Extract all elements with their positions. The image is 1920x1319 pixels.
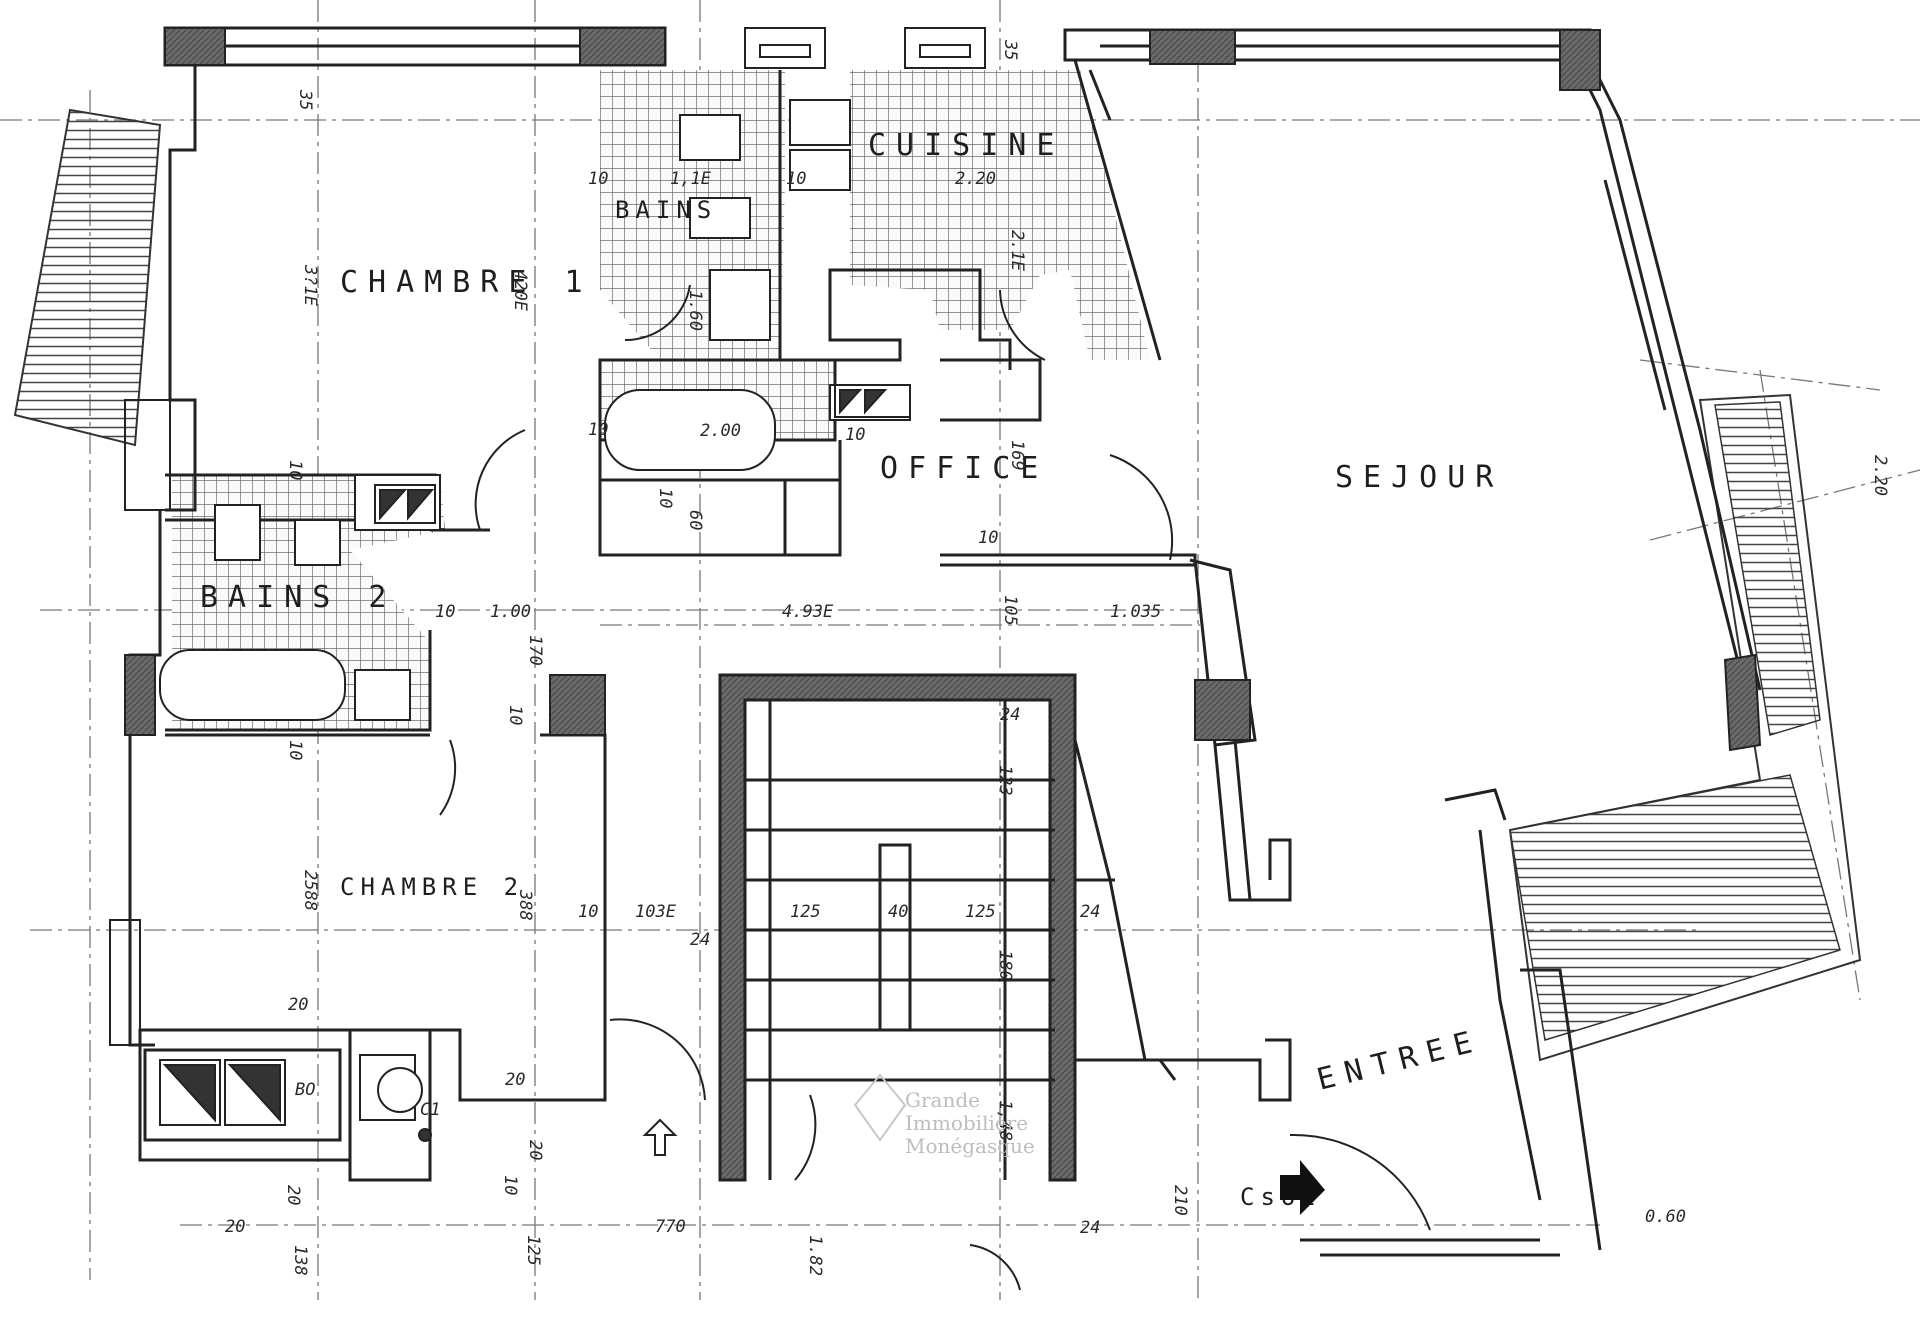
door-swings (439, 284, 1431, 1291)
up-arrow-icon (642, 1118, 678, 1156)
dim-label: 10 (435, 602, 455, 622)
dim-label: 4.93E (782, 602, 834, 622)
dim-label: 10 (285, 740, 305, 760)
dim-label: 138 (290, 1245, 310, 1276)
windows (109, 27, 986, 1046)
dim-label: 20 (283, 1185, 303, 1205)
watermark: Grande Immobilière Monégasque (853, 1073, 1035, 1158)
dim-label: 420E (510, 270, 530, 312)
dim-label: 10 (588, 420, 608, 440)
dim-label: 170 (525, 635, 545, 666)
watermark-line-1: Grande (905, 1088, 980, 1112)
dim-label: 24 (1000, 705, 1020, 725)
dim-label: 210 (1170, 1185, 1190, 1216)
dim-label: 1.82 (805, 1235, 825, 1276)
dim-label: 24 (1080, 902, 1100, 922)
dim-label: 1.035 (1110, 602, 1161, 622)
dim-label: 2.20 (1870, 455, 1890, 496)
dim-label: 10 (578, 902, 598, 922)
dim-label: 105 (1000, 595, 1020, 626)
balcony-left (13, 108, 162, 447)
dim-label: 2.1E (1007, 230, 1027, 272)
room-label-sejour: SEJOUR (1335, 460, 1503, 495)
dim-label: 1.60 (685, 290, 705, 331)
room-label-cuisine: CUISINE (868, 128, 1064, 163)
room-label-chambre-1: CHAMBRE 1 (340, 265, 593, 300)
dim-label: 10 (978, 528, 998, 548)
dim-label: 20 (505, 1070, 525, 1090)
dim-label: 2.00 (700, 421, 741, 441)
dim-label: 10 (655, 488, 675, 508)
dim-label: 1,1E (670, 169, 712, 189)
dim-label: 103E (635, 902, 677, 922)
dim-label: 3?1E (300, 264, 320, 307)
dim-label: 123 (995, 765, 1015, 796)
dim-label: 35 (1000, 39, 1020, 60)
dim-label: 60 (685, 510, 705, 530)
pillars (124, 27, 1762, 752)
dim-label: 10 (500, 1175, 520, 1195)
dim-label: 0.60 (1645, 1207, 1686, 1227)
watermark-line-3: Monégasque (905, 1134, 1035, 1158)
dim-label: 2.20 (955, 169, 996, 189)
room-label-bains-1: BAINS (615, 196, 717, 224)
dim-label: BO (295, 1080, 315, 1100)
dim-label: 125 (965, 902, 996, 922)
dim-label: 10 (285, 460, 305, 480)
dim-label: 1,48 (995, 1100, 1015, 1141)
dim-label: 388 (515, 889, 535, 921)
dim-label: 35 (295, 89, 315, 110)
dim-label: 10 (845, 425, 865, 445)
dim-label: 1.00 (490, 602, 531, 622)
room-label-chambre-2: CHAMBRE 2 (340, 873, 524, 901)
dim-label: 24 (1080, 1218, 1100, 1238)
dim-label: 40 (888, 902, 908, 922)
dim-label: 20 (288, 995, 308, 1015)
dim-label: 24 (690, 930, 710, 950)
dim-label: 125 (790, 902, 821, 922)
dim-label: 10 (588, 169, 608, 189)
balcony-right (1508, 393, 1862, 1062)
dim-label: 20 (525, 1140, 545, 1160)
watermark-line-2: Immobilière (905, 1111, 1028, 1135)
dim-label: 125 (523, 1235, 543, 1266)
dim-label: 2588 (300, 870, 320, 911)
dim-label: 180 (995, 950, 1015, 981)
dim-label: 770 (655, 1217, 686, 1237)
fixtures (159, 99, 911, 1142)
appliances (159, 384, 911, 1126)
dim-label: 169 (1007, 440, 1027, 471)
room-label-bains-2: BAINS 2 (200, 580, 396, 615)
dim-label: 20 (225, 1217, 245, 1237)
dim-label: C1 (420, 1100, 440, 1120)
room-label-entree: ENTREE (1313, 1023, 1485, 1098)
entry-arrow-icon (1280, 1160, 1325, 1215)
dim-label: 10 (505, 705, 525, 725)
room-label-office: OFFICE (880, 451, 1048, 486)
dim-label: 10 (786, 169, 806, 189)
